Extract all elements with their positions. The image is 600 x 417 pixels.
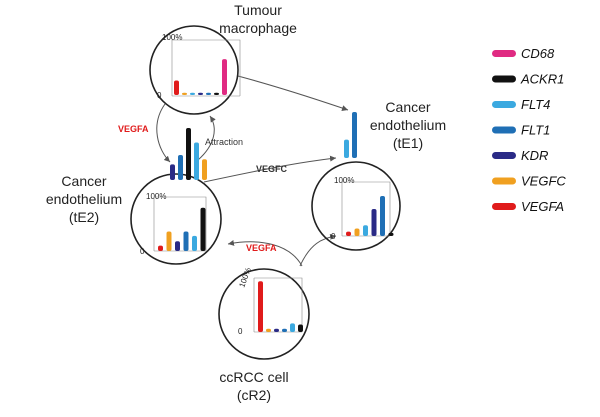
te2-frame [154, 196, 207, 251]
svg-text:Cancer: Cancer [385, 99, 430, 115]
cr2-axis-top: 100% [237, 266, 252, 288]
te2-bar-vegfc [166, 231, 172, 251]
te1-receptor-stack [344, 112, 357, 158]
cr2-label: ccRCC cell (cR2) [219, 369, 288, 403]
legend-label-vegfc: VEGFC [521, 174, 566, 189]
te1-label: Cancer endothelium (tE1) [370, 99, 446, 151]
edge-te2-to-te1 [203, 155, 337, 183]
macrophage-axis-top: 100% [162, 33, 182, 42]
te1_receptor_stack-bar-flt1 [352, 112, 357, 158]
cr2-bar-vegfa [258, 281, 263, 332]
te2-node [130, 173, 222, 265]
te2-label: Cancer endothelium (tE2) [46, 173, 122, 225]
legend-swatch-kdr [492, 152, 516, 159]
te2-bar-flt4 [192, 235, 197, 251]
macrophage-bar-kdr [198, 92, 203, 95]
edge-label-vegfa-bottom: VEGFA [246, 243, 277, 253]
svg-text:endothelium: endothelium [46, 191, 122, 207]
cr2-bar-flt1 [282, 328, 287, 332]
te1_receptor_stack-bar-flt4 [344, 139, 349, 158]
te2_receptor_stack-bar-flt1 [178, 155, 183, 180]
legend-label-flt4: FLT4 [521, 97, 550, 112]
te1-node [311, 161, 401, 251]
te1-bar-flt4 [363, 225, 368, 236]
te1-chart: 100% 0 [331, 176, 394, 241]
macrophage-frame [172, 39, 241, 96]
te2-bar-flt1 [183, 231, 189, 251]
legend-swatch-vegfa [492, 203, 516, 210]
edges [156, 75, 349, 267]
legend-swatch-ackr1 [492, 75, 516, 83]
legend-swatch-flt4 [492, 101, 516, 108]
te2_receptor_stack-bar-ackr1 [186, 128, 191, 180]
macrophage-bar-vegfc [182, 92, 187, 95]
te1-bar-kdr [371, 209, 377, 236]
svg-text:(tE2): (tE2) [69, 209, 99, 225]
te2-bar-ackr1 [200, 207, 206, 251]
edge-label-vegfc: VEGFC [256, 164, 288, 174]
te1-bar-ackr1 [388, 232, 394, 236]
macrophage-bar-flt4 [190, 92, 195, 95]
macrophage-bars [171, 39, 241, 97]
legend-label-flt1: FLT1 [521, 123, 550, 138]
te1-axis-bottom: 0 [331, 232, 336, 241]
te2-chart: 100% 0 [140, 192, 207, 256]
te1-frame [342, 181, 391, 236]
cr2-bar-flt4 [290, 323, 295, 332]
te1-bars [341, 181, 394, 237]
edge-te2-attraction [197, 115, 216, 161]
svg-text:endothelium: endothelium [370, 117, 446, 133]
legend-label-cd68: CD68 [521, 46, 555, 61]
edge-macrophage-to-te2 [156, 103, 171, 163]
te1-axis-top: 100% [334, 176, 354, 185]
legend-label-vegfa: VEGFA [521, 199, 564, 214]
macrophage-bar-vegfa [174, 80, 179, 95]
te2-bars [153, 196, 207, 252]
te2_receptor_stack-bar-kdr [170, 164, 175, 180]
svg-text:ccRCC cell: ccRCC cell [219, 369, 288, 385]
svg-text:macrophage: macrophage [219, 20, 297, 36]
legend-label-ackr1: ACKR1 [520, 72, 564, 87]
edge-cr2-to-te1 [299, 233, 337, 267]
te1-bar-flt1 [380, 196, 385, 236]
legend-swatch-vegfc [492, 177, 516, 185]
edge-label-vegfa-top: VEGFA [118, 124, 149, 134]
te2_receptor_stack-bar-vegfc [202, 159, 207, 180]
cr2-bars [253, 277, 303, 333]
svg-text:Cancer: Cancer [61, 173, 106, 189]
macrophage-bar-cd68 [222, 59, 227, 95]
cr2-chart: 100% 0 [237, 266, 303, 336]
te2-bar-kdr [175, 241, 180, 251]
cr2-bar-kdr [274, 328, 279, 332]
cr2-bar-ackr1 [298, 324, 303, 332]
legend-swatch-cd68 [492, 50, 516, 57]
te1-bar-vegfc [354, 228, 360, 236]
svg-text:(cR2): (cR2) [237, 387, 271, 403]
cr2-axis-bottom: 0 [238, 327, 243, 336]
svg-text:Tumour: Tumour [234, 2, 282, 18]
legend-swatch-flt1 [492, 126, 516, 134]
macrophage-chart: 100% 0 [157, 33, 241, 100]
te2-axis-bottom: 0 [140, 247, 145, 256]
macrophage-bar-ackr1 [214, 92, 219, 95]
svg-text:(tE1): (tE1) [393, 135, 423, 151]
cr2-frame [254, 277, 303, 332]
te2_receptor_stack-bar-flt4 [194, 142, 199, 180]
edge-macrophage-to-te1 [237, 75, 349, 111]
te1-bar-vegfa [346, 231, 351, 236]
te2-receptor-stack [170, 128, 207, 180]
te2-bar-vegfa [158, 245, 163, 251]
cr2-bar-vegfc [266, 328, 271, 332]
edge-cr2-to-te2 [227, 239, 303, 267]
macrophage-label: Tumour macrophage [219, 2, 297, 36]
te2-axis-top: 100% [146, 192, 166, 201]
macrophage-axis-bottom: 0 [157, 91, 162, 100]
macrophage-node [149, 25, 239, 115]
macrophage-bar-flt1 [206, 92, 211, 95]
legend-label-kdr: KDR [521, 148, 548, 163]
edge-label-attraction: Attraction [205, 137, 243, 147]
cr2-node [218, 268, 310, 360]
